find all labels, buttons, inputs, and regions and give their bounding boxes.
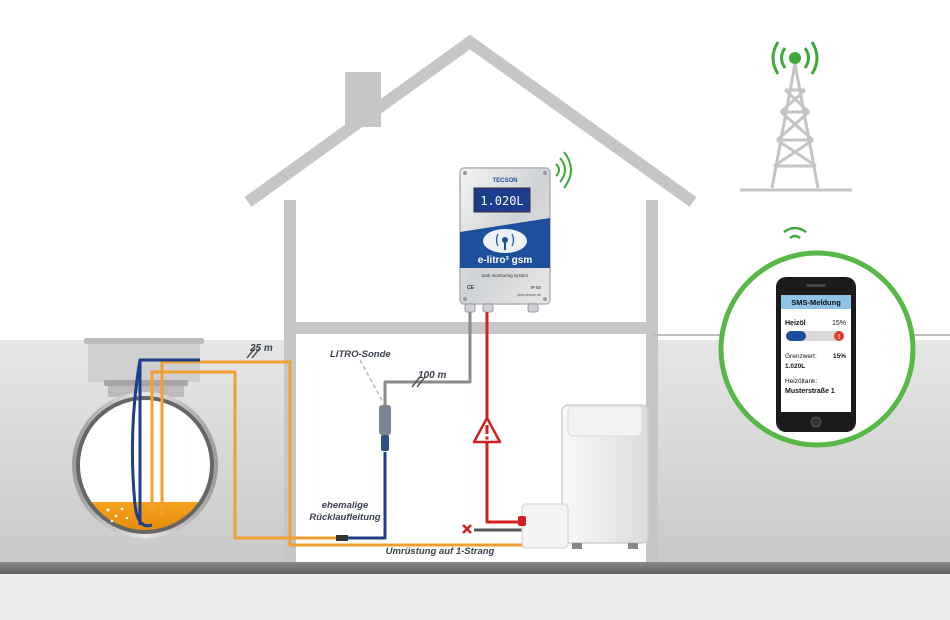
label-distance-100: 100 m — [418, 370, 446, 381]
blue-return-line — [340, 452, 387, 540]
litro-probe — [359, 359, 391, 451]
orange-supply-line — [150, 370, 340, 540]
level-bar-fill — [786, 331, 806, 341]
device-display: 1.020L — [480, 194, 523, 208]
label-conversion: Umrüstung auf 1-Strang — [386, 546, 495, 557]
probe-cable-in-tank — [130, 359, 153, 528]
underground-tank — [72, 338, 218, 538]
device-website: www.tecson.de — [517, 293, 541, 297]
label-distance-25: 25 m — [249, 343, 273, 354]
burner — [521, 503, 569, 549]
exclamation-icon — [834, 331, 844, 341]
cut-marker — [462, 524, 472, 534]
pipes — [130, 300, 525, 547]
device-ce: CE — [467, 285, 475, 291]
device-brand: TECSON — [492, 178, 517, 184]
orange-return-line — [160, 360, 525, 547]
phone-tank-label: Heizöltank: — [785, 378, 817, 385]
label-old-return-line-1: ehemalige — [322, 500, 369, 511]
phone-tank-name: Musterstraße 1 — [785, 388, 835, 395]
e-litro-device: TECSON 1.020L e-litro³ gsm tank monitori… — [459, 151, 572, 313]
device-ip: IP 50 — [531, 285, 542, 290]
phone-volume: 1.020L — [785, 363, 805, 370]
boiler — [518, 404, 649, 549]
phone-signal-icon — [783, 226, 807, 240]
label-old-return-line-2: Rücklaufleitung — [309, 512, 380, 523]
phone-limit-value: 15% — [833, 353, 846, 360]
device-tagline: tank monitoring system — [482, 273, 529, 278]
gray-probe-cable — [383, 300, 472, 405]
red-supply-line — [485, 300, 525, 524]
device-product-name: e-litro³ gsm — [478, 255, 533, 266]
phone-product-label: Heizöl — [785, 320, 806, 327]
cell-tower-icon — [740, 63, 852, 192]
svg-text:!: ! — [838, 334, 840, 341]
tower-signal-icon — [771, 41, 819, 75]
phone-product-percent: 15% — [832, 320, 846, 327]
phone-header: SMS-Meldung — [791, 298, 841, 307]
phone-limit-label: Grenzwert: — [785, 353, 817, 360]
line-connector — [336, 535, 348, 541]
antenna-icon — [495, 233, 515, 250]
phone-callout: SMS-Meldung Heizöl 15% ! Grenzwert: 15% … — [718, 250, 916, 448]
wifi-signal-icon — [555, 151, 572, 189]
label-probe: LITRO-Sonde — [330, 349, 391, 360]
distance-ticks — [246, 347, 426, 388]
warning-triangle-icon — [472, 416, 502, 444]
